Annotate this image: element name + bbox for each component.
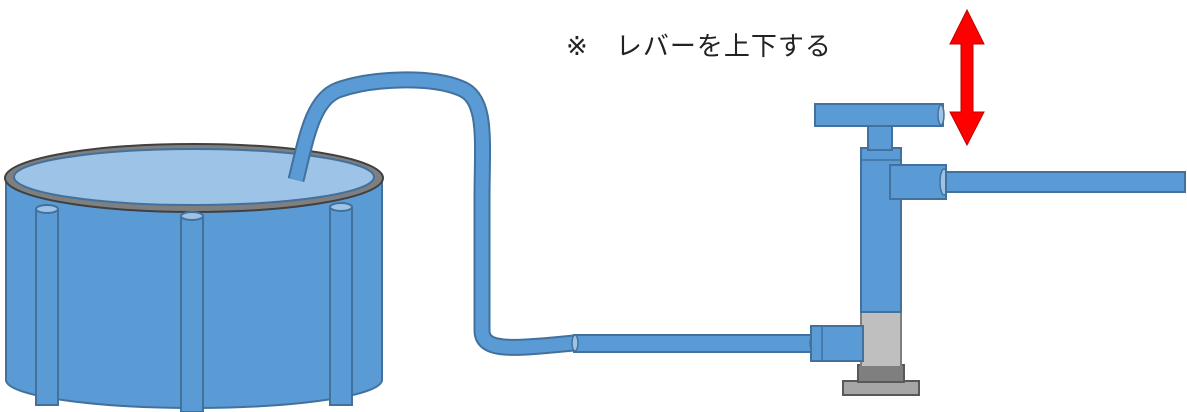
outlet-pipe [945, 171, 1186, 193]
outlet-connector [889, 164, 947, 200]
hand-pump-icon [810, 103, 949, 396]
water-tank-icon [4, 143, 384, 412]
inlet-pipe [571, 334, 817, 353]
tank-post-left [35, 204, 59, 406]
tank-post-right [329, 202, 353, 406]
hose-icon [287, 71, 575, 356]
note-mark: ※ [566, 32, 589, 62]
up-down-arrow-icon [949, 8, 985, 147]
valve-block [860, 310, 902, 368]
water-surface [13, 148, 375, 206]
note-text: レバーを上下する [615, 32, 832, 62]
tank-post-center [180, 211, 204, 412]
inlet-connector [810, 325, 864, 362]
pump-lever [814, 103, 944, 127]
pump-base [842, 380, 920, 396]
instruction-note: ※ レバーを上下する [566, 26, 832, 63]
